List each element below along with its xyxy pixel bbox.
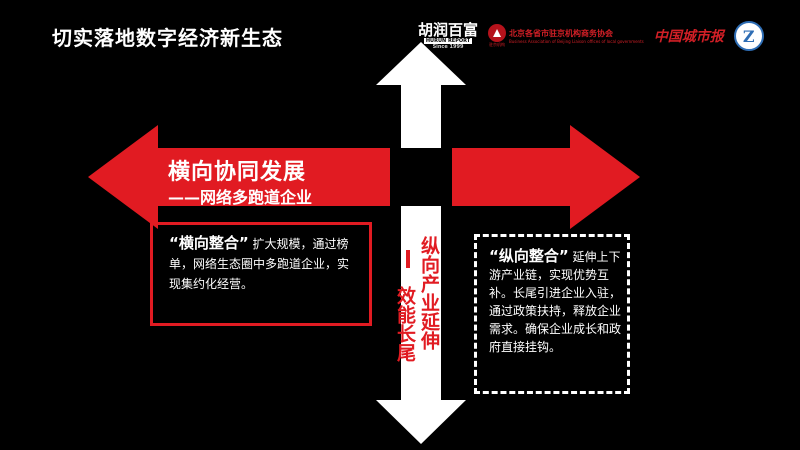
hurun-name: 胡润百富 <box>418 20 479 39</box>
vertical-integration-body: 延伸上下游产业链，实现优势互补。长尾引进企业入驻，通过政策扶持，释放企业需求。确… <box>489 250 622 354</box>
vertical-marker <box>406 250 410 268</box>
horizontal-integration-lead: “横向整合” <box>169 234 249 252</box>
page-title: 切实落地数字经济新生态 <box>52 26 283 50</box>
vertical-title: 纵向产业延伸 <box>418 236 440 350</box>
hurun-logo: 胡润百富 HURUN REPORT Since 1999 <box>418 20 479 50</box>
vertical-arrow <box>376 42 466 444</box>
vertical-subtitle: 效能长尾 <box>394 286 416 362</box>
horizontal-title: 横向协同发展 <box>168 160 307 185</box>
association-seal-caption: 驻京机构 <box>489 42 506 47</box>
horizontal-integration-body: 扩大规模，通过榜单，网络生态圈中多跑道企业，实现集约化经营。 <box>169 237 350 291</box>
horizontal-arrow <box>88 125 640 229</box>
association-name-en: Business Association of Beijing Liaison … <box>509 39 644 44</box>
association-logo: 驻京机构 北京各省市驻京机构商务协会 Business Association … <box>488 24 644 48</box>
hurun-tag: HURUN REPORT <box>423 37 473 44</box>
china-city-news-logo: 中国城市报 <box>653 29 724 45</box>
association-name-cn: 北京各省市驻京机构商务协会 <box>509 29 614 38</box>
z-logo-icon: Z <box>733 21 764 51</box>
association-emblem: 驻京机构 <box>488 24 507 48</box>
logo-bar: 胡润百富 HURUN REPORT Since 1999 驻京机构 北京各省市驻… <box>418 18 764 54</box>
association-seal-icon <box>488 24 507 42</box>
vertical-integration-box: “纵向整合” 延伸上下游产业链，实现优势互补。长尾引进企业入驻，通过政策扶持，释… <box>474 234 630 394</box>
vertical-integration-lead: “纵向整合” <box>489 247 569 265</box>
cross-center-square <box>390 148 452 206</box>
hurun-since: Since 1999 <box>432 43 464 50</box>
horizontal-subtitle: ——网络多跑道企业 <box>168 188 313 207</box>
horizontal-integration-box: “横向整合” 扩大规模，通过榜单，网络生态圈中多跑道企业，实现集约化经营。 <box>150 222 372 326</box>
